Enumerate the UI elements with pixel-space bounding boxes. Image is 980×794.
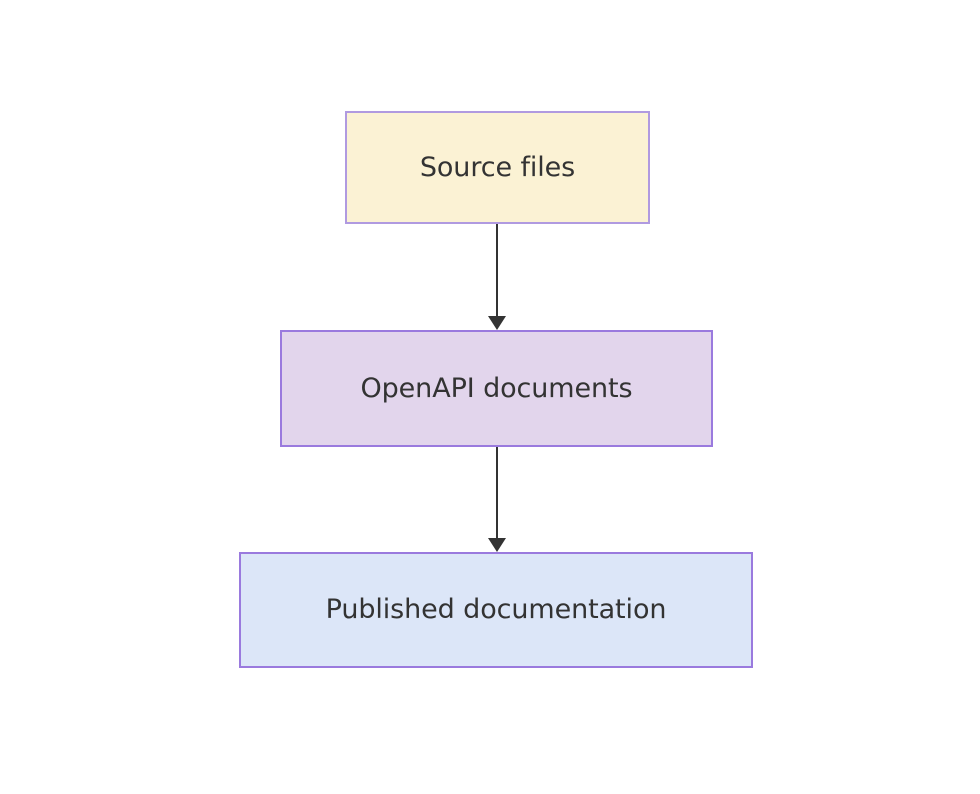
- arrowhead-down-icon: [488, 538, 506, 552]
- edge-line: [496, 447, 498, 540]
- flow-node-source-files[interactable]: Source files: [345, 111, 650, 224]
- edge-line: [496, 224, 498, 318]
- flow-node-label-published-documentation: Published documentation: [325, 594, 667, 626]
- flow-node-openapi-documents[interactable]: OpenAPI documents: [280, 330, 713, 447]
- arrowhead-down-icon: [488, 316, 506, 330]
- flow-node-label-source-files: Source files: [419, 151, 576, 183]
- flow-node-published-documentation[interactable]: Published documentation: [239, 552, 753, 668]
- flow-edge-openapi-to-published: [488, 447, 506, 552]
- flow-edge-source-to-openapi: [488, 224, 506, 330]
- flow-node-label-openapi-documents: OpenAPI documents: [360, 372, 633, 404]
